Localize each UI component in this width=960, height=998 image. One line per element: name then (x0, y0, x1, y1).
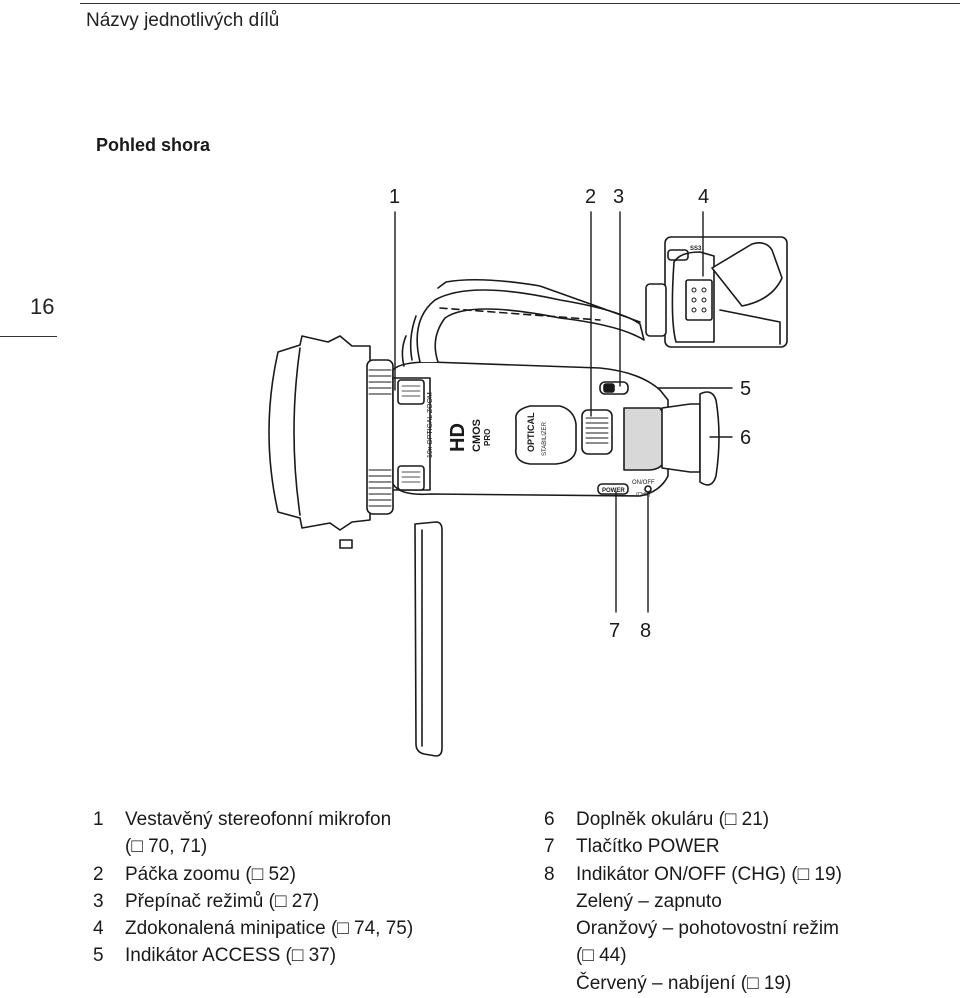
callout-3: 3 (613, 186, 625, 208)
legend-continuation: Červený – nabíjení (□ 19) (576, 972, 792, 994)
legend-item: 2 Páčka zoomu (□ 52) (93, 861, 413, 888)
onoff-print: ON/OFF (632, 480, 655, 486)
legend-continuation: Oranžový – pohotovostní režim (576, 918, 839, 940)
callout-1: 1 (389, 186, 401, 208)
ss-print: SS3 (690, 246, 702, 252)
legend-text: Přepínač režimů (□ 27) (125, 890, 320, 912)
legend-number: 2 (93, 863, 104, 885)
legend-text: Vestavěný stereofonní mikrofon (125, 809, 392, 830)
legend-item: 7 Tlačítko POWER (544, 833, 842, 860)
legend-number: 3 (93, 890, 104, 912)
cmos-label: CMOS (471, 419, 483, 452)
legend-item: 8 Indikátor ON/OFF (CHG) (□ 19) (544, 861, 842, 888)
header-title: Názvy jednotlivých dílů (86, 10, 280, 31)
legend-item: 4 Zdokonalená minipatice (□ 74, 75) (93, 915, 413, 942)
legend-number: 7 (544, 836, 555, 858)
callout-4: 4 (698, 186, 710, 208)
callout-6: 6 (740, 427, 752, 449)
legend-item: 5 Indikátor ACCESS (□ 37) (93, 942, 413, 969)
legend-continuation: Zelený – zapnuto (576, 890, 722, 912)
stabilizer-label: STABILIZER (542, 421, 548, 456)
legend-number: 6 (544, 809, 555, 830)
legend-number: 5 (93, 945, 104, 967)
callout-5: 5 (740, 378, 752, 400)
page-number-rule (0, 336, 57, 337)
legend-item: 6 Doplněk okuláru (□ 21) (544, 806, 842, 833)
callout-7: 7 (609, 620, 621, 642)
legend-item: 1 Vestavěný stereofonní mikrofon (93, 806, 413, 833)
legend-number: 4 (93, 918, 104, 940)
legend-number: 8 (544, 863, 555, 885)
legend-left: 1 Vestavěný stereofonní mikrofon (□ 70, 7… (93, 806, 413, 970)
legend-text: Zdokonalená minipatice (□ 74, 75) (125, 918, 414, 940)
legend-continuation: (□ 70, 71) (125, 836, 208, 858)
legend-text: Doplněk okuláru (□ 21) (576, 809, 770, 830)
power-print: POWER (602, 488, 625, 494)
legend-text: Indikátor ON/OFF (CHG) (□ 19) (576, 863, 842, 885)
chg-print: (CHG) (636, 492, 651, 498)
legend-text: Tlačítko POWER (576, 836, 720, 858)
callout-2: 2 (585, 186, 597, 208)
callout-8: 8 (640, 620, 652, 642)
legend-number: 1 (93, 809, 104, 830)
section-title: Pohled shora (96, 135, 211, 155)
legend-text: Indikátor ACCESS (□ 37) (125, 945, 337, 967)
zoom-label: 10x OPTICAL ZOOM (427, 392, 434, 458)
page-number: 16 (30, 294, 55, 319)
header-rule (80, 3, 960, 4)
legend-text: Páčka zoomu (□ 52) (125, 863, 296, 885)
legend-item: 3 Přepínač režimů (□ 27) (93, 888, 413, 915)
pro-label: PRO (483, 429, 492, 446)
optical-label: OPTICAL (526, 412, 536, 452)
hd-logo: HD (447, 423, 469, 452)
legend-continuation: (□ 44) (576, 945, 627, 967)
